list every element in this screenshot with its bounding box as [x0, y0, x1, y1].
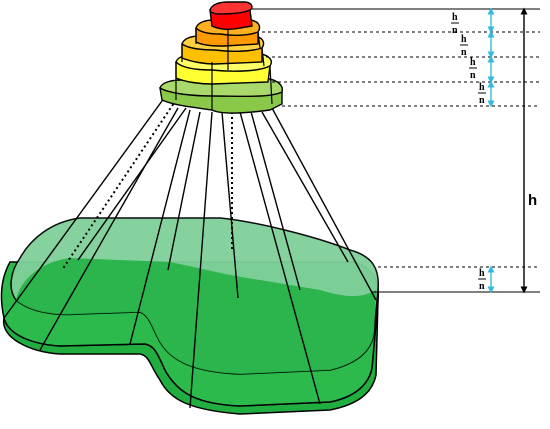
fraction-label-4: h n: [478, 82, 486, 106]
svg-text:n: n: [479, 95, 485, 106]
dashed-level-lines: [262, 31, 540, 268]
base-slab: [0, 217, 380, 415]
base-top-front: [16, 258, 376, 374]
svg-text:h: h: [479, 82, 485, 93]
layer-1: [159, 77, 283, 114]
fraction-label-2: h n: [460, 34, 468, 58]
hidden-edge-lines: [61, 99, 233, 271]
fraction-label-5: h n: [478, 268, 486, 292]
svg-text:n: n: [461, 47, 467, 58]
edge-lines: [3, 89, 377, 409]
height-label: h: [528, 192, 537, 209]
fraction-label-1: h n: [451, 12, 459, 36]
svg-text:n: n: [479, 281, 485, 292]
svg-text:n: n: [452, 25, 458, 36]
apex-layer: [209, 1, 253, 31]
svg-text:h: h: [470, 57, 476, 68]
svg-text:h: h: [452, 12, 458, 23]
svg-text:h: h: [461, 34, 467, 45]
fraction-label-3: h n: [469, 57, 477, 81]
layer-frame-lines: [175, 28, 273, 110]
svg-text:h: h: [479, 268, 485, 279]
svg-text:n: n: [470, 70, 476, 81]
